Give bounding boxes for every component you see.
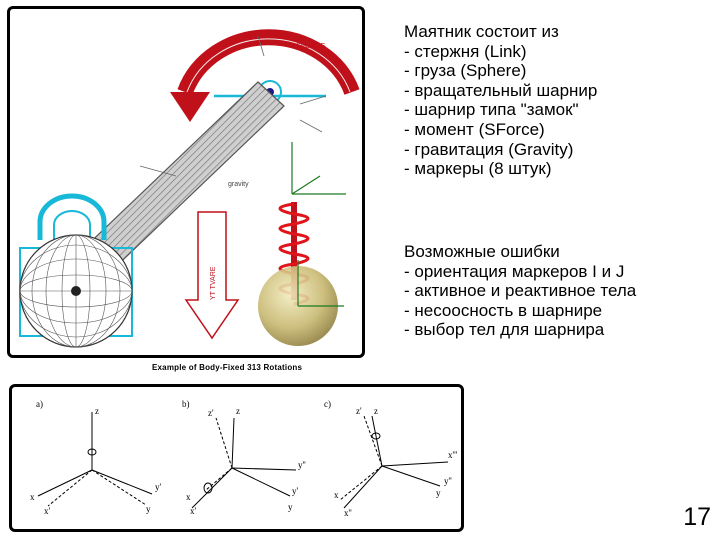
axis-label: y (288, 502, 293, 512)
list-item: - вращательный шарнир (404, 80, 598, 100)
errors-list: Возможные ошибки - ориентация маркеров I… (404, 242, 636, 340)
axis-label: x (30, 492, 35, 502)
sforce-moment-arrow (170, 29, 360, 122)
marker-arrows (139, 35, 327, 177)
panel-b-tag: b) (182, 399, 190, 409)
panel-c-tag: c) (324, 399, 331, 409)
axis-label: x''' (448, 450, 458, 460)
list-item: - активное и реактивное тела (404, 281, 637, 301)
rotation-panel-a (37, 412, 153, 507)
list-item: - маркеры (8 штук) (404, 159, 552, 179)
list-item: - гравитация (Gravity) (404, 139, 574, 159)
rotation-panel-b (191, 417, 297, 509)
errors-heading: Возможные ошибки (404, 242, 560, 261)
axis-label: y'' (444, 476, 452, 486)
list-item: - несоосность в шарнире (404, 300, 603, 320)
sforce-label: SFORCE (296, 43, 326, 50)
axis-label: z' (208, 408, 214, 418)
gravity-arrow (184, 211, 240, 340)
axis-label: y (146, 504, 151, 514)
axis-label: y' (292, 486, 299, 496)
axis-label: x' (190, 506, 197, 516)
rotation-panel-c (339, 415, 449, 509)
gravity-label: gravity (228, 181, 249, 188)
figure-caption: Example of Body-Fixed 313 Rotations (152, 363, 303, 372)
list-item: - груза (Sphere) (404, 61, 527, 81)
rotations-figure-frame (9, 384, 464, 532)
marker-triad (291, 142, 346, 307)
axis-label: y'' (298, 460, 306, 470)
lock-sphere (19, 234, 133, 348)
axis-label: x' (44, 506, 51, 516)
axis-label: x'' (344, 508, 352, 518)
axis-label: y' (155, 482, 162, 492)
list-item: - стержня (Link) (404, 41, 527, 61)
panel-a-tag: a) (36, 399, 43, 409)
components-heading: Маятник состоит из (404, 22, 559, 41)
axis-label: y (436, 488, 441, 498)
gravity-arrow-text: YT TVARE (210, 266, 217, 300)
axis-label: z (236, 406, 240, 416)
axis-label: z (95, 406, 99, 416)
list-item: - шарнир типа "замок" (404, 100, 579, 120)
axis-label: z (374, 406, 378, 416)
list-item: - момент (SForce) (404, 119, 545, 139)
axis-label: z' (356, 406, 362, 416)
page-number: 17 (683, 503, 711, 531)
components-list: Маятник состоит из - стержня (Link) - гр… (404, 22, 597, 179)
axis-label: x (334, 490, 339, 500)
list-item: - выбор тел для шарнира (404, 320, 605, 340)
axis-label: x (186, 492, 191, 502)
list-item: - ориентация маркеров I и J (404, 261, 625, 281)
